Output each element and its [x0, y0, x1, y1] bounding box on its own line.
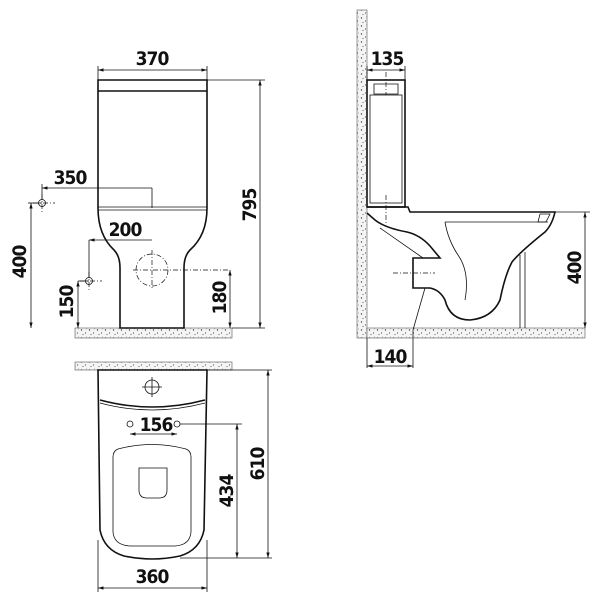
plan-view: 156 434 610 360	[74, 361, 272, 592]
lid-handle	[138, 467, 168, 499]
wall-hatch-plan	[74, 361, 233, 371]
tank-section	[366, 79, 406, 208]
floor-hatch-side	[366, 327, 586, 339]
dim-width-front: 370	[136, 48, 170, 70]
dim-seat-height: 400	[564, 251, 586, 285]
dim-total-depth: 610	[247, 447, 269, 481]
dim-tank-depth: 135	[371, 48, 404, 70]
fixing-hole-left	[126, 420, 134, 428]
dim-fixing-spacing: 156	[140, 414, 173, 436]
dim-inlet-height: 400	[9, 245, 31, 279]
fixing-hole-right	[173, 420, 181, 428]
dim-alt-inlet-offset: 200	[109, 219, 143, 241]
toilet-plan-outline	[97, 369, 208, 560]
bowl-section	[366, 206, 557, 321]
front-view: 370 795 350 400 200 150 180	[9, 48, 265, 339]
side-view: 135 400 140	[356, 9, 590, 368]
wall-hatch	[356, 9, 368, 339]
seat-outline	[112, 444, 192, 547]
floor-hatch	[74, 327, 233, 339]
dim-total-height: 795	[239, 189, 261, 222]
dim-outlet-from-wall: 140	[374, 346, 408, 368]
dim-inlet-offset: 350	[54, 167, 88, 189]
dim-fixing-to-front: 434	[216, 474, 238, 508]
dim-width-plan: 360	[136, 566, 170, 588]
dim-alt-inlet-height: 150	[56, 285, 78, 319]
toilet-front-outline	[97, 79, 208, 329]
dim-outlet-height: 180	[209, 281, 231, 315]
